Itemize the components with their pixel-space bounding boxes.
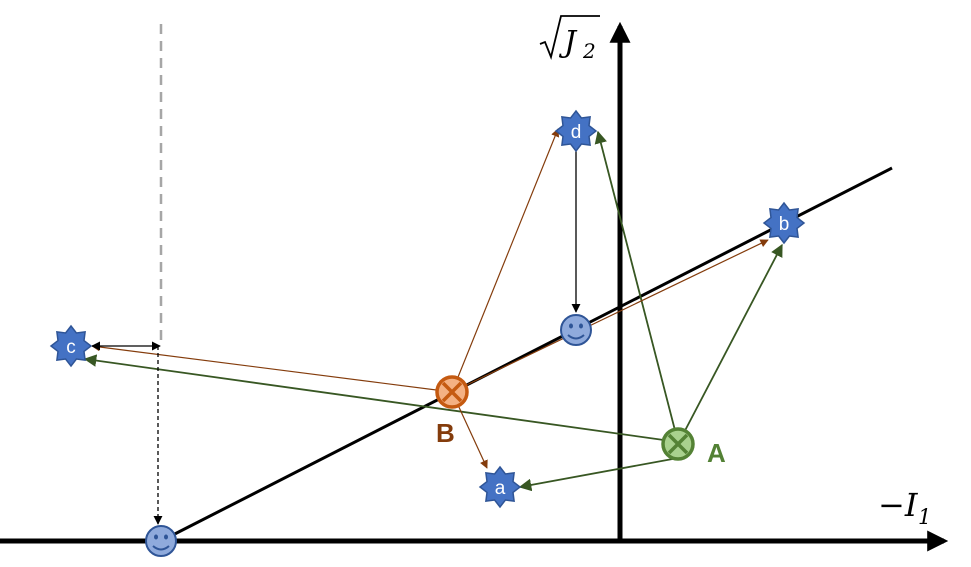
arrow-A-to-b: [677, 243, 783, 445]
sqrt-radical-icon: [539, 15, 600, 60]
x-axis-label-sub: 1: [918, 505, 931, 529]
target-b: b: [762, 201, 806, 245]
target-d-label: d: [571, 122, 582, 143]
arrow-B-to-c: [91, 342, 453, 393]
target-star-icon: [49, 324, 93, 368]
x-axis-label: −I 1: [878, 486, 931, 529]
smiley-face-icon: [145, 525, 177, 557]
target-star-icon: [478, 465, 522, 509]
y-axis-label-sub: 2: [582, 39, 596, 63]
arrow-A-to-a: [518, 457, 679, 492]
arrow-A-to-c: [83, 354, 679, 443]
reference-point-B: [435, 375, 469, 409]
target-a: a: [478, 465, 522, 509]
arrow-B-to-d: [451, 128, 560, 393]
reference-label-A: A: [707, 438, 726, 468]
smiley-face-icon: [560, 314, 592, 346]
x-axis-label-main: −I: [878, 486, 919, 524]
target-c: c: [49, 324, 93, 368]
arrow-A-to-d: [594, 130, 679, 443]
target-star-icon: [554, 109, 598, 153]
target-a-label: a: [495, 478, 506, 499]
target-d: d: [554, 109, 598, 153]
target-b-label: b: [779, 214, 790, 235]
target-c-label: c: [66, 337, 76, 358]
target-star-icon: [762, 201, 806, 245]
arrow-B-to-b: [451, 239, 769, 393]
y-axis-label: J 2: [539, 15, 600, 63]
reference-point-A: [661, 427, 695, 461]
reference-label-B: B: [436, 418, 455, 448]
y-axis-label-main: J: [558, 25, 578, 60]
